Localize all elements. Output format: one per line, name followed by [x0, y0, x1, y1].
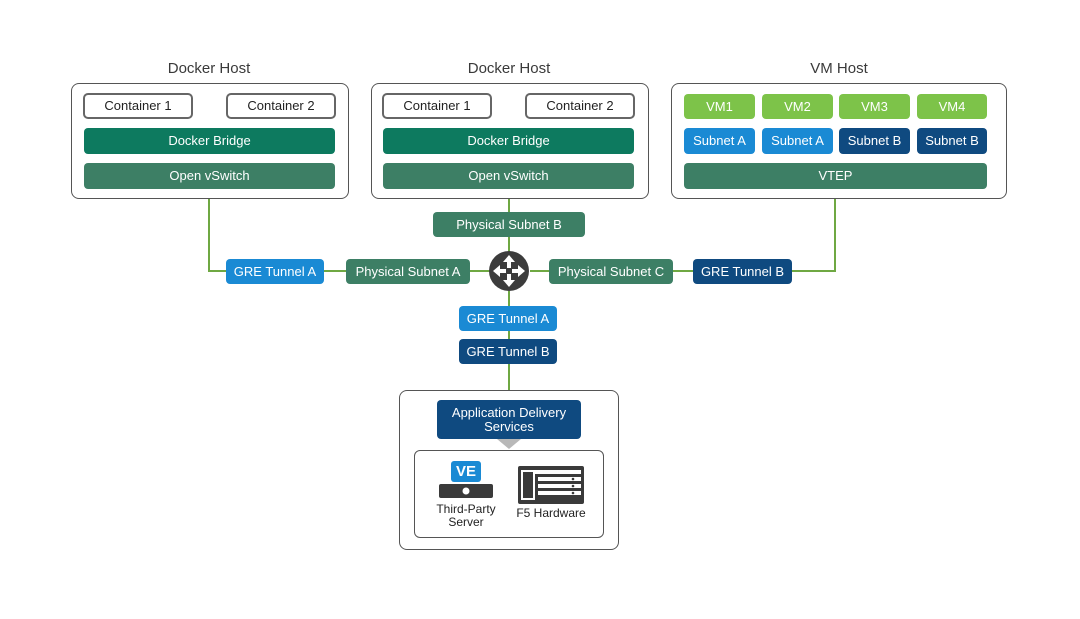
server-icon	[439, 484, 493, 498]
third-party-label: Third-Party Server	[436, 502, 496, 529]
container-box[interactable]: Container 2	[226, 93, 336, 119]
host-title: Docker Host	[167, 60, 251, 77]
f5-hardware-label: F5 Hardware	[516, 506, 586, 520]
host-title: VM Host	[810, 60, 868, 77]
vm-box[interactable]: VM3	[839, 94, 910, 119]
f5-hardware-icon	[518, 466, 584, 504]
open-vswitch[interactable]: Open vSwitch	[383, 163, 634, 189]
connector-line	[791, 189, 836, 272]
subnet-box[interactable]: Subnet B	[917, 128, 987, 154]
subnet-box[interactable]: Subnet A	[684, 128, 755, 154]
vm-box[interactable]: VM1	[684, 94, 755, 119]
physical-subnet-b[interactable]: Physical Subnet B	[433, 212, 585, 237]
subnet-box[interactable]: Subnet B	[839, 128, 910, 154]
docker-bridge[interactable]: Docker Bridge	[84, 128, 335, 154]
container-box[interactable]: Container 1	[83, 93, 193, 119]
vtep-box[interactable]: VTEP	[684, 163, 987, 189]
physical-subnet-c[interactable]: Physical Subnet C	[549, 259, 673, 284]
physical-subnet-a[interactable]: Physical Subnet A	[346, 259, 470, 284]
open-vswitch[interactable]: Open vSwitch	[84, 163, 335, 189]
vm-box[interactable]: VM4	[917, 94, 987, 119]
docker-bridge[interactable]: Docker Bridge	[383, 128, 634, 154]
container-box[interactable]: Container 1	[382, 93, 492, 119]
gre-tunnel-a[interactable]: GRE Tunnel A	[226, 259, 324, 284]
gre-tunnel-b[interactable]: GRE Tunnel B	[693, 259, 792, 284]
gre-tunnel-a[interactable]: GRE Tunnel A	[459, 306, 557, 331]
container-box[interactable]: Container 2	[525, 93, 635, 119]
device-group-box	[414, 450, 604, 538]
gre-tunnel-b[interactable]: GRE Tunnel B	[459, 339, 557, 364]
application-delivery-services[interactable]: Application Delivery Services	[437, 400, 581, 439]
vm-box[interactable]: VM2	[762, 94, 833, 119]
subnet-box[interactable]: Subnet A	[762, 128, 833, 154]
router-icon[interactable]	[488, 250, 530, 292]
pointer-triangle	[497, 439, 521, 449]
host-title: Docker Host	[467, 60, 551, 77]
ve-badge: VE	[451, 461, 481, 482]
